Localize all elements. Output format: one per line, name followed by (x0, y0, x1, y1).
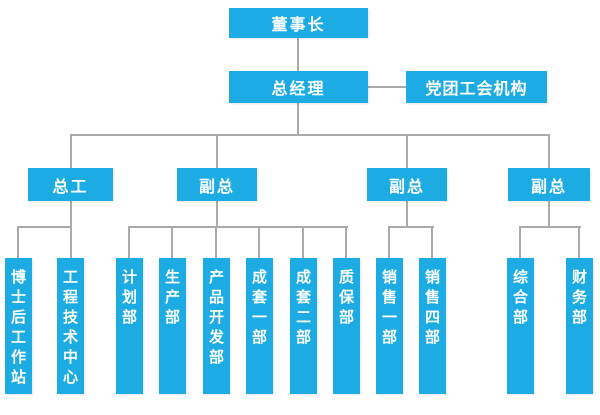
dept-product-development-box: 产品开发部 (203, 258, 230, 394)
dept-production-box: 生产部 (159, 258, 186, 394)
dept-label: 工程技术中心 (61, 269, 79, 389)
connector-group3-bus (389, 226, 434, 228)
deputy-gm-3-box: 副总 (508, 168, 590, 201)
connector-group2-bus (129, 226, 348, 228)
connector-drop-dept-8 (345, 226, 347, 258)
connector-drop-dept-1 (17, 226, 19, 258)
dept-complete-sets-2-box: 成套二部 (290, 258, 317, 394)
dept-label: 财务部 (570, 269, 588, 329)
dept-label: 计划部 (120, 269, 138, 329)
connector-drop-dept-10 (431, 226, 433, 258)
connector-drop-dept-11 (519, 226, 521, 258)
deputy-gm-2-box: 副总 (367, 168, 447, 201)
dept-label: 产品开发部 (207, 269, 225, 369)
dept-label: 质保部 (337, 269, 355, 329)
dept-label: 成套一部 (250, 269, 268, 349)
connector-drop-dept-6 (258, 226, 260, 258)
dept-label: 销售四部 (423, 269, 441, 349)
connector-drop-dept-3 (128, 226, 130, 258)
dept-sales-1-box: 销售一部 (376, 258, 403, 394)
dept-label: 生产部 (163, 269, 181, 329)
connector-drop-dept-5 (215, 226, 217, 258)
chief-engineer-box: 总工 (28, 168, 113, 201)
connector-chief-engineer-branch (70, 201, 72, 227)
dept-complete-sets-1-box: 成套一部 (246, 258, 273, 394)
deputy-gm-1-box: 副总 (177, 168, 257, 201)
connector-deputy-2-branch (406, 201, 408, 227)
dept-postdoc-workstation-box: 博士后工作站 (5, 258, 32, 394)
connector-drop-dept-7 (302, 226, 304, 258)
connector-group1-bus (18, 226, 72, 228)
connector-gm-down (297, 103, 299, 135)
connector-deputy-3-branch (548, 201, 550, 227)
connector-gm-party (368, 86, 406, 88)
connector-drop-deputy-1 (216, 134, 218, 168)
dept-sales-4-box: 销售四部 (419, 258, 446, 394)
connector-group4-bus (520, 226, 581, 228)
connector-drop-dept-4 (171, 226, 173, 258)
dept-planning-box: 计划部 (116, 258, 143, 394)
general-manager-box: 总经理 (229, 71, 368, 103)
dept-finance-box: 财务部 (566, 258, 593, 394)
party-union-org-box: 党团工会机构 (406, 71, 547, 103)
connector-drop-dept-2 (70, 226, 72, 258)
connector-drop-deputy-2 (406, 134, 408, 168)
chairman-box: 董事长 (229, 8, 368, 38)
dept-general-affairs-box: 综合部 (507, 258, 534, 394)
dept-engineering-tech-center-box: 工程技术中心 (57, 258, 84, 394)
dept-label: 综合部 (511, 269, 529, 329)
connector-drop-dept-9 (388, 226, 390, 258)
connector-chairman-gm (297, 38, 299, 71)
dept-label: 成套二部 (294, 269, 312, 349)
dept-label: 博士后工作站 (9, 269, 27, 389)
connector-drop-deputy-3 (548, 134, 550, 168)
connector-level3-bus (70, 134, 550, 136)
connector-drop-dept-12 (578, 226, 580, 258)
dept-quality-assurance-box: 质保部 (333, 258, 360, 394)
connector-deputy-1-branch (216, 201, 218, 227)
connector-drop-chief-engineer (70, 134, 72, 168)
dept-label: 销售一部 (380, 269, 398, 349)
